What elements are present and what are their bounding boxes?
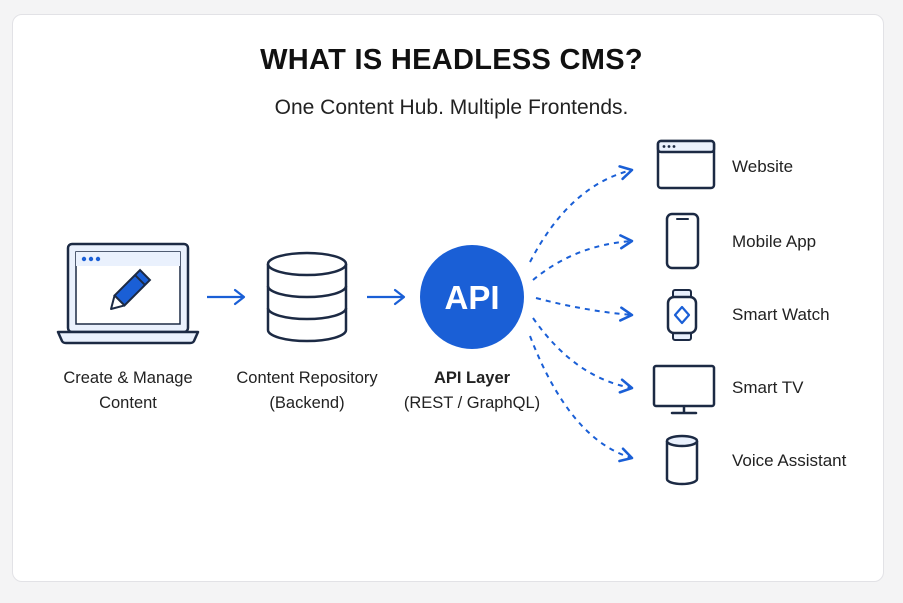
output-label-smart-tv: Smart TV xyxy=(732,378,804,397)
create-content-line1: Create & Manage xyxy=(63,369,193,387)
browser-window-icon xyxy=(656,139,716,190)
diagram-title: WHAT IS HEADLESS CMS? xyxy=(260,44,643,76)
smartwatch-icon xyxy=(666,289,698,341)
arrow-create-to-repository xyxy=(207,288,246,306)
laptop-pencil-icon xyxy=(56,242,200,345)
create-content-line2: Content xyxy=(99,394,157,412)
diagram-subtitle: One Content Hub. Multiple Frontends. xyxy=(274,96,629,119)
output-label-mobile-app: Mobile App xyxy=(732,232,817,251)
output-label-smart-watch: Smart Watch xyxy=(732,305,830,324)
api-layer-line1: API Layer xyxy=(433,369,511,387)
output-label-website: Website xyxy=(732,157,794,176)
connector-voice-assistant xyxy=(529,335,634,463)
arrow-repository-to-api xyxy=(367,288,406,306)
connector-smart-watch xyxy=(535,297,634,322)
connector-mobile-app xyxy=(532,234,634,281)
api-circle-icon: API xyxy=(420,245,524,349)
repository-line2: (Backend) xyxy=(269,394,345,412)
repository-line1: Content Repository xyxy=(236,369,378,387)
repository-label: Content Repository (Backend) xyxy=(212,366,402,416)
smart-speaker-icon xyxy=(665,434,699,486)
create-content-label: Create & Manage Content xyxy=(33,366,223,416)
api-layer-line2: (REST / GraphQL) xyxy=(403,394,541,412)
output-label-voice-assistant: Voice Assistant xyxy=(732,451,847,470)
database-icon xyxy=(266,251,348,343)
api-layer-label: API Layer (REST / GraphQL) xyxy=(377,366,567,416)
api-connectors xyxy=(529,165,634,463)
smartphone-icon xyxy=(665,212,700,270)
connector-website xyxy=(529,165,634,263)
connector-smart-tv xyxy=(532,317,634,394)
api-badge-text: API xyxy=(444,279,499,316)
tv-icon xyxy=(652,364,716,415)
